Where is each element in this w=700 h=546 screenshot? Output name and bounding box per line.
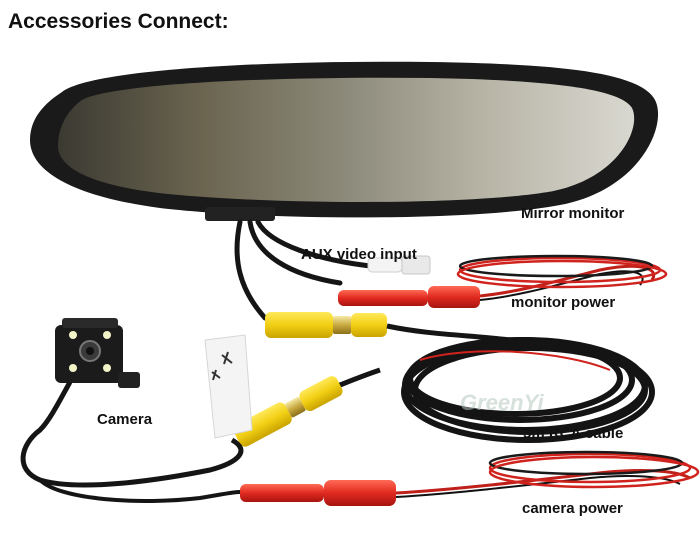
mirror-monitor-label: Mirror monitor — [521, 205, 625, 222]
monitor-power-label: monitor power — [511, 294, 616, 311]
monitor-power-coil — [456, 254, 668, 289]
camera-power-label: camera power — [522, 500, 623, 517]
mirror-cables — [234, 219, 373, 321]
mirror-monitor — [30, 61, 659, 221]
camera-power-coil — [488, 450, 700, 489]
rca-connector-camera — [233, 367, 381, 447]
aux-video-input-label: AUX video input — [301, 246, 417, 263]
page-title: Accessories Connect: — [8, 10, 229, 33]
rca-cable-label: 5m RCA cable — [523, 425, 624, 442]
backup-camera — [20, 318, 244, 503]
watermark: GreenYi — [460, 390, 544, 415]
aux-connector — [367, 255, 431, 275]
camera-label: Camera — [97, 411, 153, 428]
rca-cable-coil — [401, 337, 655, 443]
screws-packet — [204, 334, 253, 439]
rca-connector-monitor — [265, 312, 511, 343]
